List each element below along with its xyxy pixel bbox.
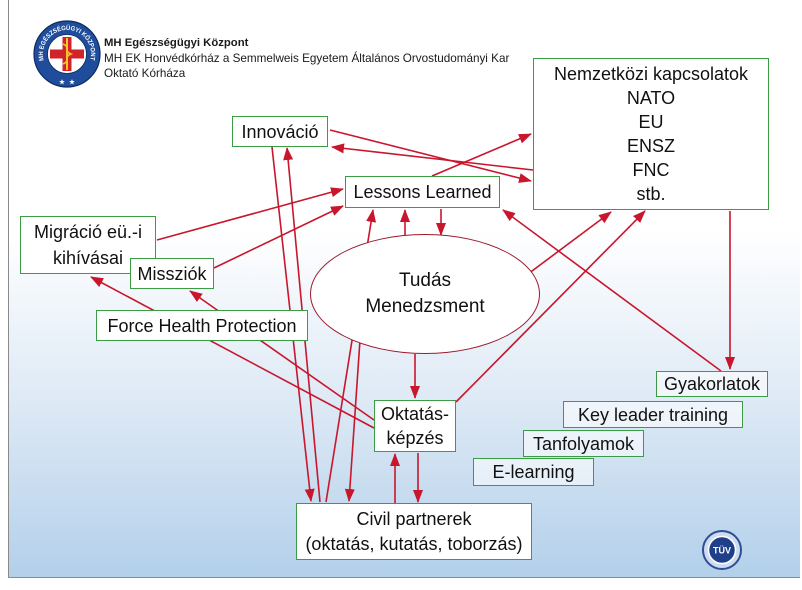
- step-key-leader-label: Key leader training: [577, 404, 729, 425]
- international-title: Nemzetközi kapcsolatok: [553, 64, 749, 84]
- node-migration-line-1: Migráció eü.-i: [33, 222, 143, 242]
- international-item: ENSZ: [626, 136, 675, 156]
- node-international-relations: Nemzetközi kapcsolatok NATO EU ENSZ FNC …: [533, 58, 769, 210]
- step-key-leader-training: Key leader training: [563, 401, 743, 428]
- international-item: EU: [638, 112, 664, 132]
- tuv-certification-logo: TÜV: [702, 530, 742, 570]
- node-lessons-learned: Lessons Learned: [345, 176, 500, 208]
- arrow-missions-to-lessons: [213, 205, 344, 269]
- node-fhp-label: Force Health Protection: [107, 315, 297, 336]
- node-force-health-protection: Force Health Protection: [96, 310, 308, 341]
- node-civil-partners: Civil partnerek (oktatás, kutatás, tobor…: [296, 503, 532, 560]
- knowledge-line-2: Menedzsment: [365, 296, 485, 317]
- header: MH Egészségügyi Központ MH EK Honvédkórh…: [104, 36, 509, 81]
- arrow-international-to-innovation: [331, 143, 534, 171]
- node-migration-line-2: kihívásai: [52, 248, 124, 268]
- star-icon: [59, 79, 65, 85]
- step-exercises: Gyakorlatok: [656, 371, 768, 397]
- arrow-lessons-to-international: [431, 133, 532, 177]
- node-lessons-learned-label: Lessons Learned: [353, 182, 492, 202]
- arrow-migration-to-lessons: [156, 187, 344, 241]
- node-missions-label: Missziók: [137, 263, 207, 284]
- organization-name: MH Egészségügyi Központ: [104, 37, 249, 49]
- arrow-innovation-to-international: [329, 129, 532, 183]
- node-education-training: Oktatás- képzés: [374, 400, 456, 452]
- arrow-education-to-migration: [90, 276, 375, 429]
- node-missions: Missziók: [130, 258, 214, 289]
- arrow-knowledge-to-international: [527, 211, 612, 275]
- node-civil-line-1: Civil partnerek: [356, 508, 472, 529]
- arrow-knowledge-to-civil: [344, 339, 361, 502]
- node-knowledge-management: Tudás Menedzsment: [310, 234, 540, 354]
- step-e-learning-label: E-learning: [492, 462, 575, 482]
- node-education-line-1: Oktatás-: [380, 404, 450, 424]
- international-item: FNC: [632, 160, 670, 180]
- international-item: NATO: [626, 88, 676, 108]
- node-education-line-2: képzés: [386, 428, 444, 448]
- step-courses: Tanfolyamok: [523, 430, 644, 457]
- tuv-lettering: TÜV: [713, 546, 731, 556]
- international-item: stb.: [636, 184, 666, 204]
- node-innovation: Innováció: [232, 116, 328, 147]
- arrow-exercises-to-lessons: [502, 209, 722, 372]
- star-icon: [69, 79, 75, 85]
- mh-ek-logo: MH EGÉSZSÉGÜGYI KÖZPONT: [33, 20, 101, 88]
- step-exercises-label: Gyakorlatok: [663, 374, 761, 394]
- node-innovation-label: Innováció: [241, 121, 319, 142]
- node-civil-line-2: (oktatás, kutatás, toborzás): [305, 533, 523, 554]
- step-courses-label: Tanfolyamok: [532, 433, 635, 454]
- affiliation-line-1: MH EK Honvédkórház a Semmelweis Egyetem …: [104, 52, 510, 65]
- arrow-education-to-international: [455, 210, 646, 403]
- affiliation-line-2: Oktató Kórháza: [104, 67, 186, 80]
- knowledge-line-1: Tudás: [398, 270, 452, 291]
- step-e-learning: E-learning: [473, 458, 594, 486]
